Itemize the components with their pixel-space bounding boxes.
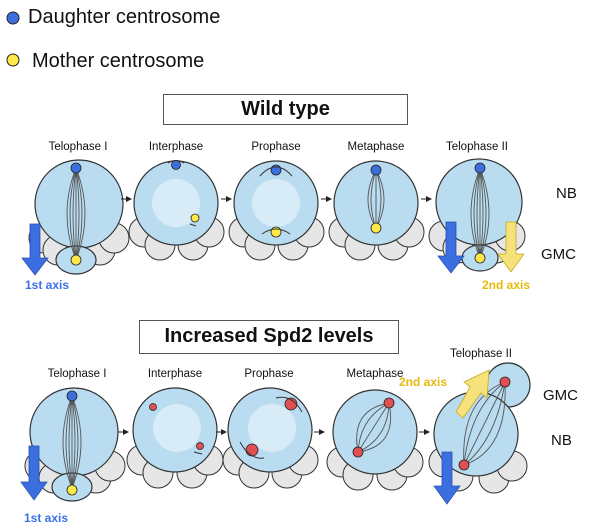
- spd2-phase-label: Telophase II: [450, 348, 512, 360]
- spd2-row: Telophase I Interphase Prophase Metaphas…: [20, 348, 578, 525]
- spd2-gmc-label: GMC: [543, 387, 578, 404]
- spd2-phase-label: Telophase I: [48, 368, 107, 380]
- wt-phase-label: Interphase: [149, 141, 203, 153]
- second-axis-arrow: [497, 221, 525, 273]
- wt-first-axis-label: 1st axis: [25, 278, 69, 292]
- spd2-cell-interphase: [126, 387, 224, 489]
- spd2-nb-label: NB: [551, 432, 572, 449]
- spd2-cell-telophase-2: [428, 362, 531, 505]
- wt-phase-label: Telophase II: [446, 141, 508, 153]
- wild-type-title: Wild type: [163, 94, 408, 125]
- wt-phase-label: Prophase: [251, 141, 300, 153]
- spd2-phase-label: Prophase: [244, 368, 293, 380]
- wt-cell-telophase-2: [428, 158, 526, 274]
- wt-second-axis-label: 2nd axis: [482, 278, 530, 292]
- wt-nb-label: NB: [556, 185, 577, 202]
- wt-cell-metaphase: [328, 160, 425, 261]
- legend-markers: [6, 11, 20, 67]
- spd2-cell-metaphase: [326, 389, 424, 491]
- mother-centrosome-label: Mother centrosome: [32, 50, 205, 72]
- spd2-blue-axis-arrow: [433, 451, 461, 505]
- spd2-title: Increased Spd2 levels: [139, 320, 399, 354]
- wild-type-row: Telophase I Interphase Prophase Metaphas…: [21, 141, 577, 292]
- wt-cell-telophase-1: [21, 159, 130, 276]
- spd2-cell-prophase: [222, 387, 319, 489]
- wt-phase-label: Metaphase: [348, 141, 405, 153]
- wt-phase-label: Telophase I: [49, 141, 108, 153]
- spd2-first-axis-arrow: [20, 445, 48, 501]
- wt-cell-interphase: [128, 160, 225, 261]
- wt-gmc-label: GMC: [541, 246, 576, 263]
- spd2-second-axis-label: 2nd axis: [399, 375, 447, 389]
- spd2-first-axis-label: 1st axis: [24, 511, 68, 525]
- spd2-phase-label: Interphase: [148, 368, 202, 380]
- daughter-centrosome-label: Daughter centrosome: [28, 6, 221, 28]
- spd2-second-axis-arrow: [455, 369, 490, 419]
- mother-centrosome-legend-icon: [6, 53, 20, 67]
- wt-blue-axis-arrow: [437, 221, 465, 274]
- spd2-phase-label: Metaphase: [347, 368, 404, 380]
- spd2-cell-telophase-1: [20, 387, 126, 502]
- first-axis-arrow: [21, 223, 49, 276]
- daughter-centrosome-legend-icon: [6, 11, 20, 25]
- wt-cell-prophase: [228, 160, 325, 261]
